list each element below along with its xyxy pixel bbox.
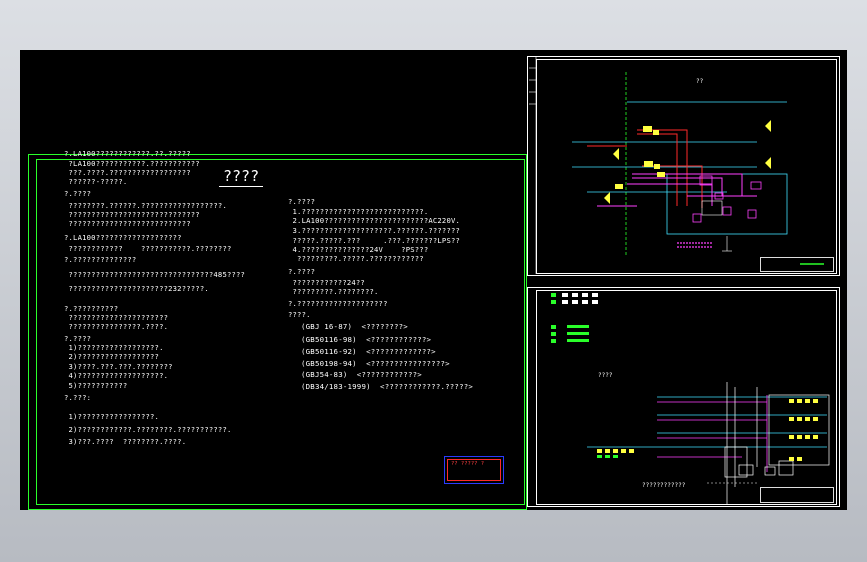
standard-item: (DB34/183-1999) <????????????.?????> <box>301 382 474 391</box>
left-note-line: ?????????????????????? <box>64 313 169 322</box>
left-note-line: ???.????.?????????????????? <box>64 168 191 177</box>
title-underline <box>219 186 263 187</box>
standard-item: (GBJ 16-87) <????????> <box>301 322 408 331</box>
left-note-line: ????????????????.????. <box>64 322 169 331</box>
left-note-line: ??????????????????????232?????. <box>64 284 209 293</box>
right-note-line: ?.???? <box>288 267 316 276</box>
right-note-line: 2.LA100???????????????????????AC220V. <box>288 216 461 225</box>
floor-label: ???? <box>598 372 613 379</box>
left-note-line: ?.LA100??????????????????? <box>64 233 182 242</box>
left-note-line: ?.LA100????????????.??.????? <box>64 149 191 158</box>
standard-item: (GBJ54-83) <????????????> <box>301 370 422 379</box>
sheet-bottom-frame <box>527 287 840 507</box>
left-note-line: 1)?????????????????. <box>64 412 160 421</box>
right-note-line: ?.???? <box>288 197 316 206</box>
left-note-line: ???????????? ???????????.???????? <box>64 244 232 253</box>
left-note-line: 4)???????????????????. <box>64 371 169 380</box>
standard-item: (GB50116-98) <????????????> <box>301 335 432 344</box>
right-note-line: ?.???????????????????? <box>288 299 388 308</box>
design-stamp: ?? ????? ? <box>444 456 504 484</box>
left-note-line: 2)?????????????????? <box>64 352 160 361</box>
left-note-line: ????????.??????.??????????????????. <box>64 201 227 210</box>
right-note-line: 3.????????????????????.??????.??????? <box>288 226 461 235</box>
left-note-line: ??????????????????????????? <box>64 219 191 228</box>
left-note-line: ?.???? <box>64 189 92 198</box>
sheet-top-title-block <box>760 257 834 272</box>
stamp-inner-box: ?? ????? ? <box>447 459 501 481</box>
left-note-line: ?LA100???????????.??????????? <box>64 159 200 168</box>
notes-sheet-inner-frame <box>36 159 525 505</box>
right-note-line: 4.???????????????24V ?PS??? <box>288 245 429 254</box>
left-note-line: ?.???: <box>64 393 92 402</box>
right-note-line: ?????????.?????.???????????? <box>288 254 424 263</box>
cad-drawing-canvas[interactable]: ???? ?.LA100????????????.??.????? ?LA100… <box>20 50 847 510</box>
left-note-line: 1)??????????????????. <box>64 343 164 352</box>
right-note-line: ????. <box>288 310 311 319</box>
left-note-line: 3)????.???.???.???????? <box>64 362 173 371</box>
right-note-line: ?????.?????.??? .???.???????LPS?? <box>288 236 461 245</box>
bottom-system-diagram <box>551 293 830 505</box>
sheet-bottom-inner-frame <box>536 290 837 505</box>
left-note-line: 3)???.???? ????????.????. <box>64 437 187 446</box>
right-note-line: ?????????.????????. <box>288 287 379 296</box>
sheet-top-inner-frame <box>536 59 837 274</box>
left-note-line: ????????????????????????????????485???? <box>64 270 246 279</box>
standard-item: (GB50198-94) <????????????????> <box>301 359 450 368</box>
diagram-caption: ???????????? <box>642 482 686 489</box>
left-note-line: ?.?????????? <box>64 304 119 313</box>
top-wiring-diagram <box>529 56 824 274</box>
left-note-line: ??????-?????. <box>64 177 128 186</box>
left-note-line: ????????????????????????????? <box>64 210 200 219</box>
left-note-line: 5)??????????? <box>64 381 128 390</box>
sheet-top-frame <box>527 56 840 276</box>
sheet-top-label: ?? <box>696 78 704 85</box>
right-note-line: 1.???????????????????????????. <box>288 207 429 216</box>
left-note-line: ?.?????????????? <box>64 255 137 264</box>
notes-sheet-frame <box>28 154 527 510</box>
left-note-line: ?.???? <box>64 334 92 343</box>
standard-item: (GB50116-92) <?????????????> <box>301 347 436 356</box>
left-note-line: 2)????????????.????????.???????????. <box>64 425 232 434</box>
notes-title: ???? <box>223 167 260 185</box>
stamp-text: ?? ????? ? <box>451 461 485 467</box>
sheet-bottom-title-block <box>760 487 834 503</box>
right-note-line: ????????????24?? <box>288 278 365 287</box>
